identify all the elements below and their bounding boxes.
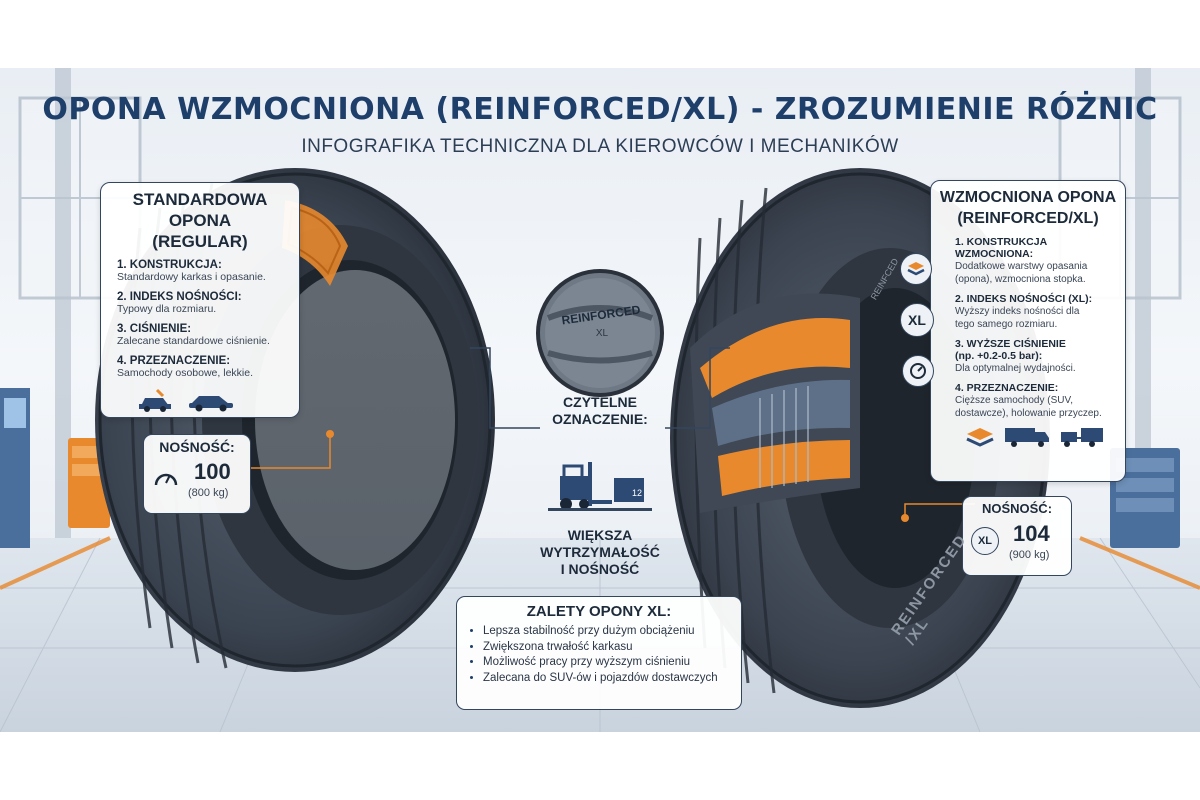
xl-load-index-line2: tego samego rozmiaru.: [955, 319, 1058, 330]
car-service-icon: [139, 388, 171, 412]
pressure-gauge-icon: [902, 355, 934, 387]
layers-icon: [900, 253, 932, 285]
reinforced-construction-heading: 1. KONSTRUKCJA WZMOCNIONA:: [955, 236, 1047, 260]
xl-load-index-line1: Wyższy indeks nośności dla: [955, 306, 1080, 317]
advantages-list: Lepsza stabilność przy dużym obciążeniu …: [467, 624, 731, 686]
capacity-value: 100: [194, 459, 231, 484]
sidewall-marking-sub: XL: [595, 328, 609, 339]
reinforced-construction-line2: (opona), wzmocniona stopka.: [955, 274, 1086, 285]
construction-heading: 1. KONSTRUKCJA:: [117, 259, 222, 271]
xl-capacity-badge: XL: [971, 527, 999, 555]
advantage-item: Możliwość pracy przy wyższym ciśnieniu: [483, 655, 731, 671]
advantages-title: ZALETY OPONY XL:: [526, 603, 672, 620]
advantage-item: Zwiększona trwałość karkasu: [483, 640, 731, 656]
reinforced-tire-title: WZMOCNIONA OPONA(REINFORCED/XL): [939, 189, 1117, 227]
higher-pressure-text: Dla optymalnej wydajności.: [955, 363, 1076, 374]
trailer-icon: [1061, 428, 1103, 447]
construction-text: Standardowy karkas i opasanie.: [117, 271, 266, 283]
sidewall-magnifier: [536, 269, 664, 397]
xl-advantages-box: ZALETY OPONY XL: Lepsza stabilność przy …: [456, 596, 742, 710]
capacity-label: NOŚNOŚĆ:: [159, 439, 235, 455]
load-gauge-icon: [154, 473, 178, 486]
reinforced-construction-line1: Dodatkowe warstwy opasania: [955, 261, 1088, 272]
standard-capacity-box: NOŚNOŚĆ: 100 (800 kg): [143, 434, 251, 514]
page-title: OPONA WZMOCNIONA (REINFORCED/XL) - ZROZU…: [42, 92, 1158, 127]
purpose-text: Samochody osobowe, lekkie.: [117, 367, 253, 379]
sedan-car-icon: [189, 396, 233, 412]
truck-icon: [1005, 428, 1049, 447]
pressure-heading: 3. CIŚNIENIE:: [117, 323, 192, 335]
forklift-icon: [548, 462, 652, 511]
tool-cabinet-left: [0, 388, 110, 548]
reinforced-capacity-box: NOŚNOŚĆ: XL 104 (900 kg): [962, 496, 1072, 576]
reinforced-tire-panel: WZMOCNIONA OPONA(REINFORCED/XL) 1. KONST…: [930, 180, 1126, 482]
purpose-heading: 4. PRZEZNACZENIE:: [117, 355, 231, 367]
page-subtitle: INFOGRAFIKA TECHNICZNA DLA KIEROWCÓW I M…: [301, 136, 899, 157]
connector-lines: [250, 434, 975, 518]
advantage-item: Lepsza stabilność przy dużym obciążeniu: [483, 624, 731, 640]
advantage-item: Zalecana do SUV-ów i pojazdów dostawczyc…: [483, 671, 731, 687]
stack-icon: [966, 428, 994, 447]
standard-tire-title: STANDARDOWA OPONA(REGULAR): [132, 190, 268, 251]
xl-load-index-heading: 2. INDEKS NOŚNOŚCI (XL):: [955, 293, 1093, 305]
load-index-heading: 2. INDEKS NOŚNOŚCI:: [117, 291, 242, 303]
forklift-box-number: 12: [631, 488, 642, 498]
pressure-text: Zalecane standardowe ciśnienie.: [117, 335, 270, 347]
xl-capacity-label: NOŚNOŚĆ:: [981, 501, 1053, 516]
capacity-detail: (800 kg): [188, 487, 229, 499]
tool-cabinet-right: [1110, 448, 1180, 548]
xl-capacity-value: 104: [1013, 521, 1050, 546]
higher-pressure-heading: 3. WYŻSZE CIŚNIENIE(np. +0.2-0.5 bar):: [955, 338, 1066, 362]
reinforced-purpose-line1: Cięższe samochody (SUV,: [955, 395, 1074, 406]
reinforced-purpose-line2: dostawcze), holowanie przyczep.: [955, 408, 1102, 419]
xl-capacity-detail: (900 kg): [1009, 549, 1050, 561]
standard-tire-panel: STANDARDOWA OPONA(REGULAR) 1. KONSTRUKCJ…: [100, 182, 300, 418]
reinforced-purpose-heading: 4. PRZEZNACZENIE:: [955, 382, 1059, 394]
xl-badge-icon: XL: [900, 303, 934, 337]
load-index-text: Typowy dla rozmiaru.: [117, 303, 217, 315]
